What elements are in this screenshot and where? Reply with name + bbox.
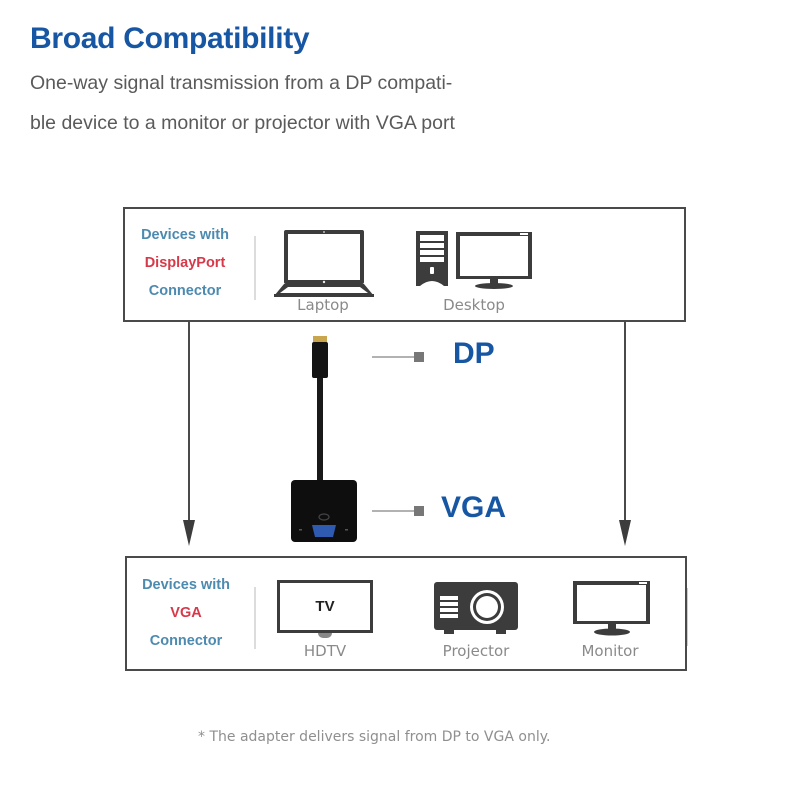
- desktop-icon: [416, 231, 532, 289]
- dp-to-vga-adapter-image: [291, 336, 357, 542]
- right-arrow-icon: [619, 322, 631, 546]
- target-label-line-2: VGA: [170, 605, 202, 621]
- dp-label: DP: [453, 337, 495, 370]
- vga-callout-line: [372, 506, 424, 516]
- source-divider: [254, 236, 256, 300]
- device-label-laptop: Laptop: [297, 296, 349, 314]
- dp-callout-line: [372, 352, 424, 362]
- subtitle-line-2: ble device to a monitor or projector wit…: [30, 112, 455, 134]
- tv-stand: [318, 633, 332, 638]
- source-label-line-2: DisplayPort: [144, 255, 226, 271]
- target-label-line-1: Devices with: [142, 577, 230, 593]
- device-label-hdtv: HDTV: [303, 642, 347, 660]
- subtitle-line-1: One-way signal transmission from a DP co…: [30, 72, 453, 94]
- device-label-monitor: Monitor: [581, 642, 639, 660]
- footnote: * The adapter delivers signal from DP to…: [198, 729, 551, 745]
- source-group-label: Devices with DisplayPort Connector: [120, 221, 250, 305]
- vga-label: VGA: [441, 491, 507, 524]
- device-label-projector: Projector: [442, 642, 510, 660]
- projector-icon: [434, 582, 518, 634]
- tv-icon: TV: [277, 580, 373, 633]
- target-divider: [254, 587, 256, 649]
- page-title: Broad Compatibility: [30, 22, 310, 55]
- target-group-label: Devices with VGA Connector: [121, 571, 251, 655]
- target-right-edge: [687, 588, 688, 646]
- target-label-line-3: Connector: [149, 633, 223, 649]
- device-label-desktop: Desktop: [443, 296, 505, 314]
- source-label-line-3: Connector: [148, 283, 222, 299]
- left-arrow-icon: [183, 322, 195, 546]
- source-label-line-1: Devices with: [141, 227, 229, 243]
- source-devices-panel: [123, 207, 686, 322]
- laptop-icon: [274, 230, 374, 297]
- monitor-icon: [573, 581, 650, 636]
